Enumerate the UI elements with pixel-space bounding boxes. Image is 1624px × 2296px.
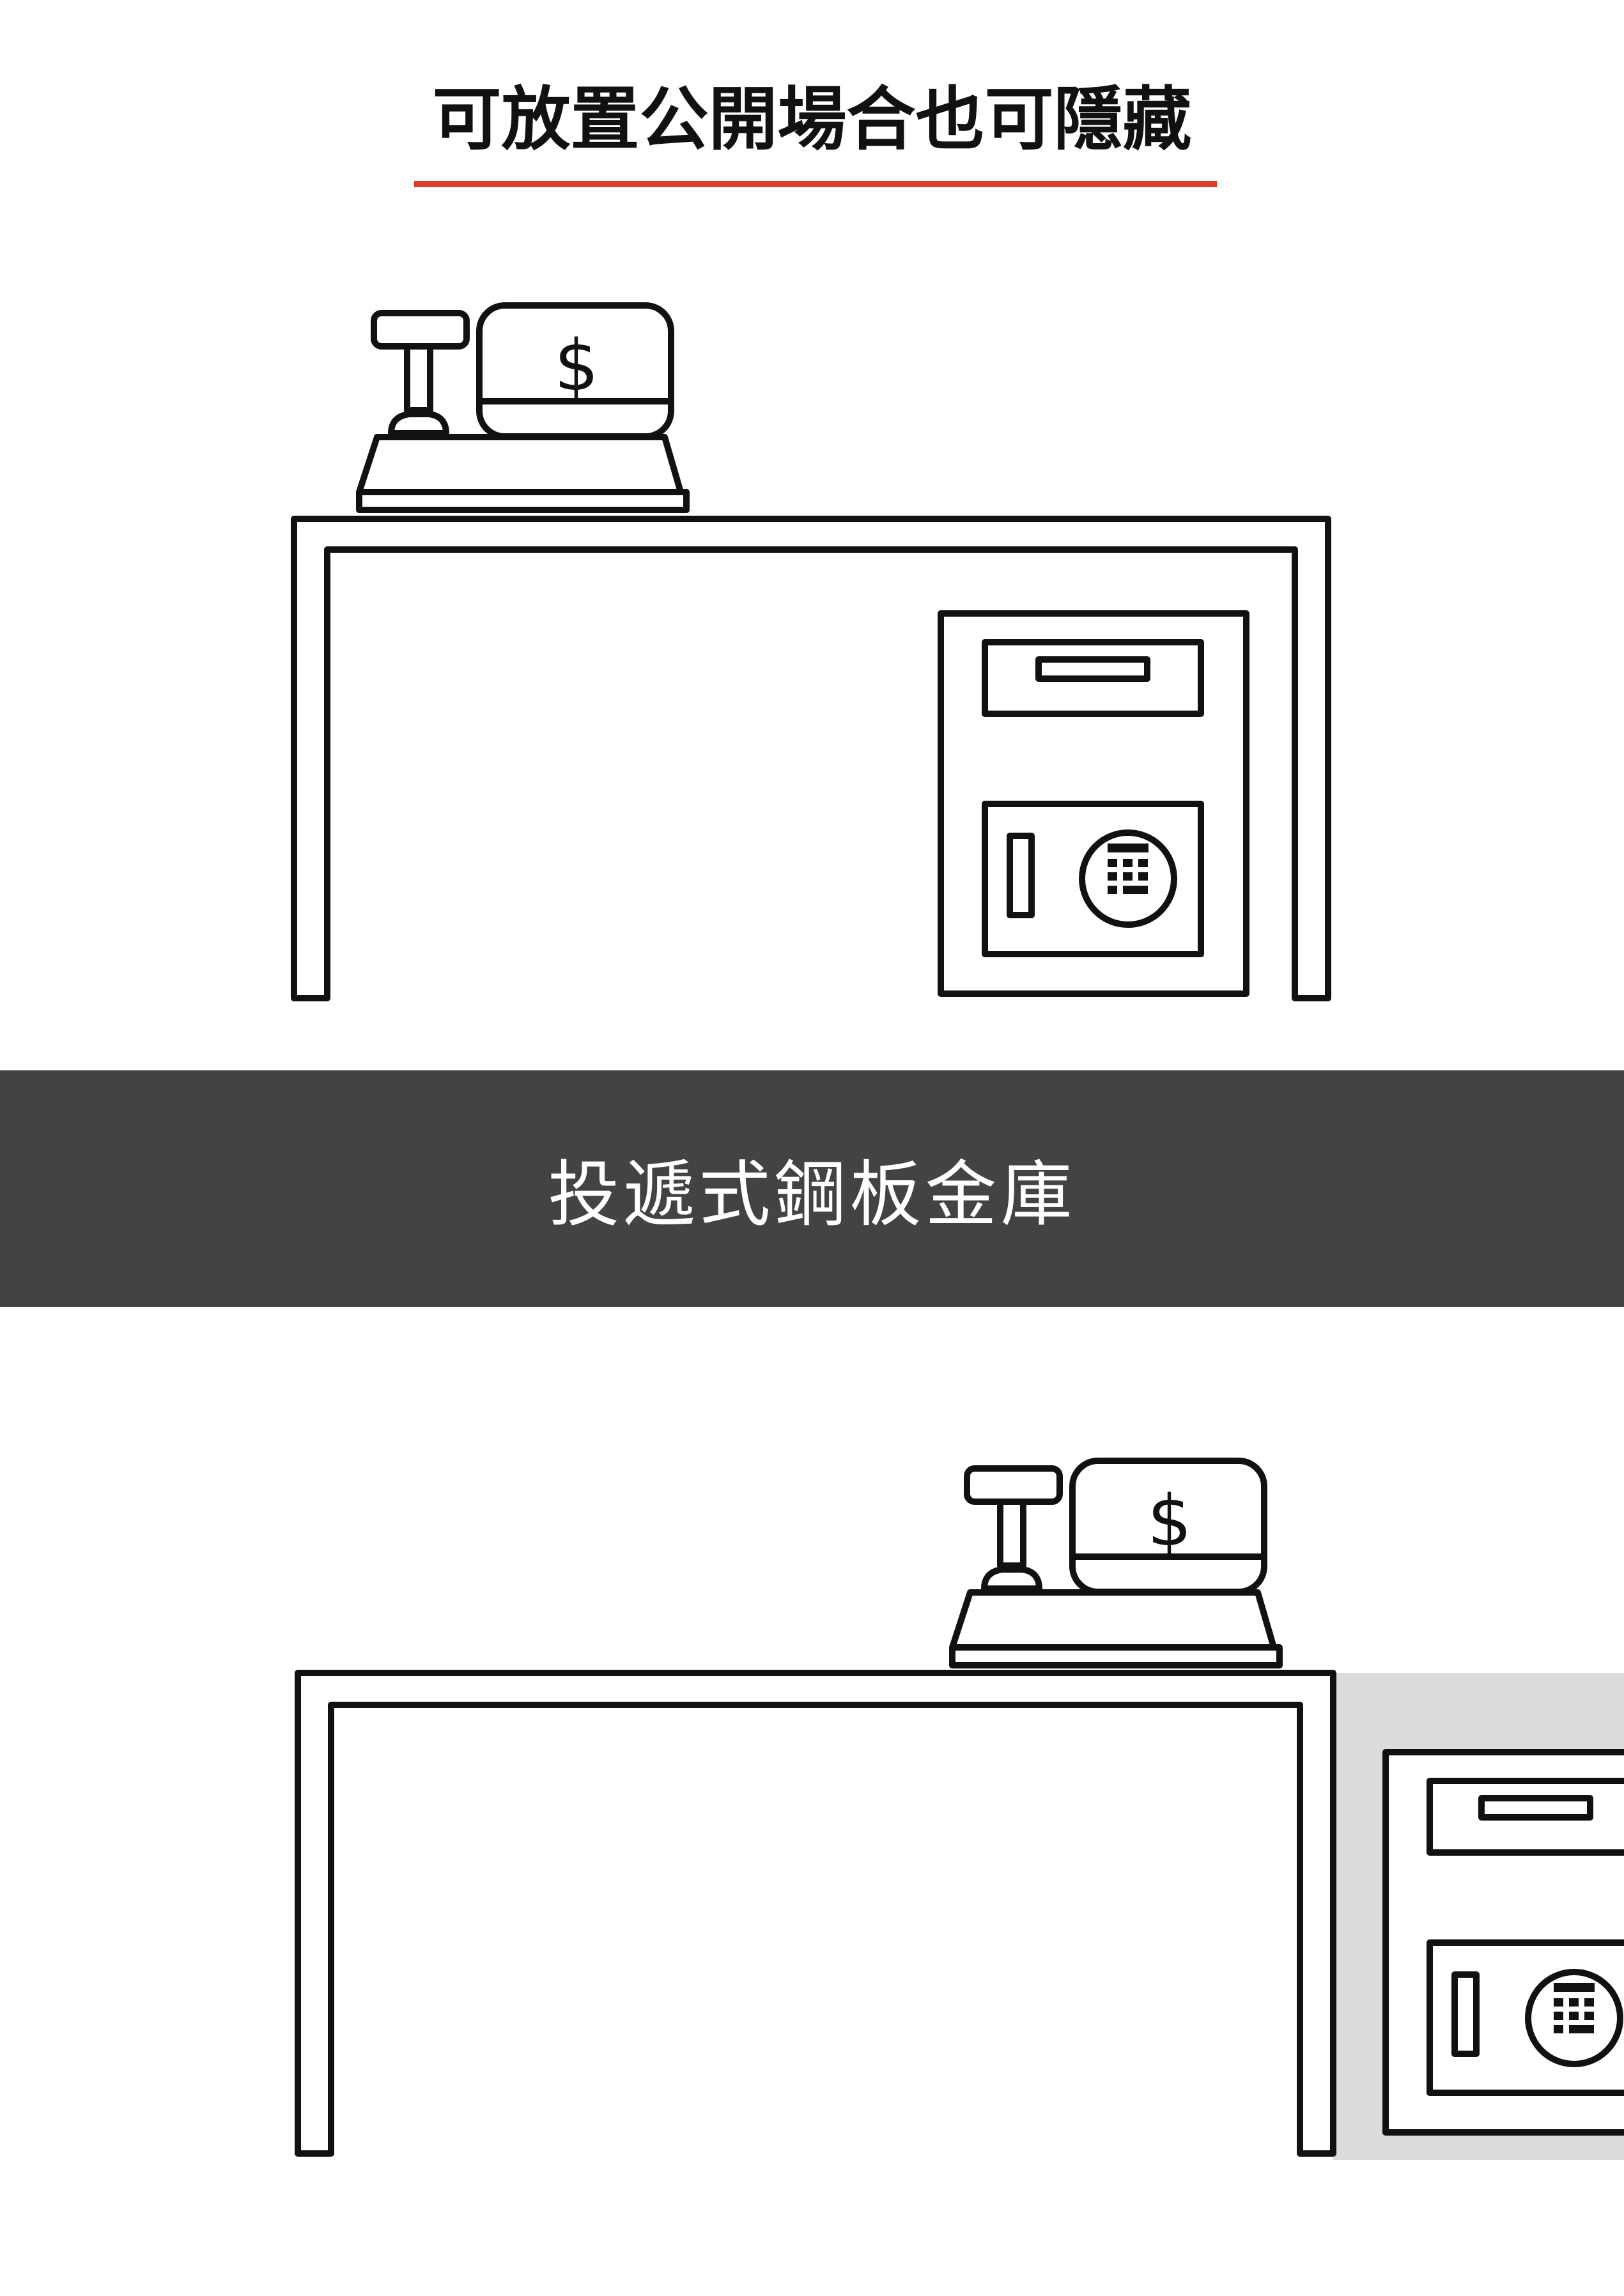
- product-name-caption: 投遞式鋼板金庫: [548, 1153, 1076, 1237]
- cash-register-icon: $: [949, 1458, 1283, 1668]
- safe-icon: [938, 610, 1249, 997]
- title-underline: [414, 181, 1217, 187]
- keypad-icon: [1108, 844, 1148, 894]
- desk-icon: [291, 516, 1331, 1001]
- safe-icon: [1382, 1749, 1624, 2136]
- caption-band: 投遞式鋼板金庫: [0, 1070, 1624, 1307]
- scene-safe-under-desk: $: [0, 281, 1624, 1016]
- dollar-sign: $: [554, 325, 599, 406]
- keypad-icon: [1554, 1983, 1595, 2033]
- cash-register-icon: $: [356, 302, 690, 513]
- desk-icon: [295, 1670, 1336, 2157]
- scene-safe-beside-desk: $: [0, 1438, 1624, 2296]
- page-title: 可放置公開場合也可隱藏: [432, 80, 1192, 160]
- dollar-sign: $: [1147, 1480, 1192, 1562]
